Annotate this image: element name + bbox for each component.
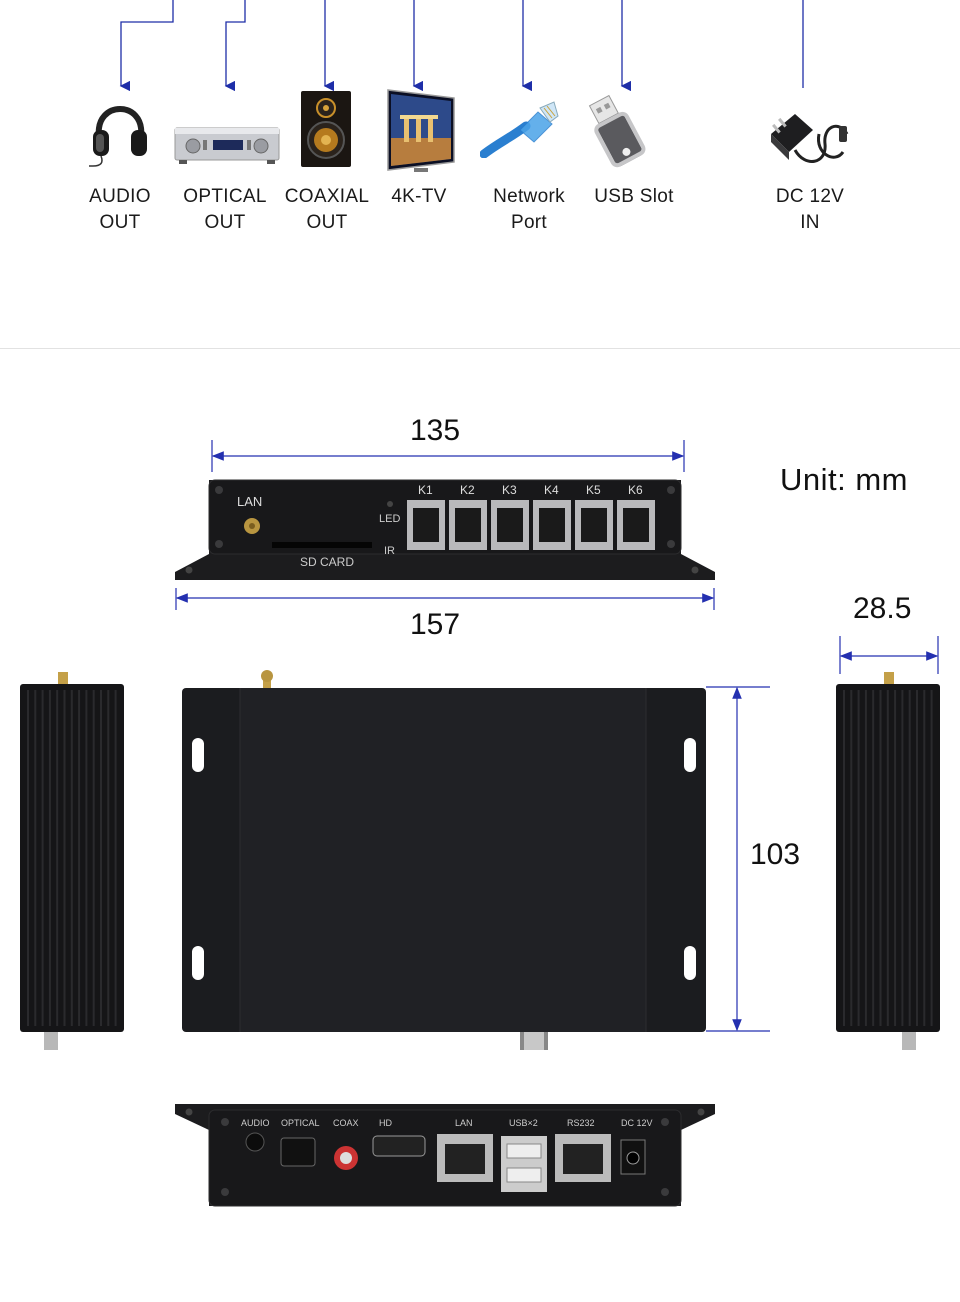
back-port-label: OPTICAL <box>281 1118 320 1128</box>
k-ports: K1 K2 K3 K4 K5 K6 <box>407 483 655 550</box>
device-top-view <box>182 670 706 1050</box>
back-audio-jack <box>245 1132 265 1152</box>
back-port-label: LAN <box>455 1118 473 1128</box>
connector-label-tv: 4K-TV <box>391 186 447 207</box>
back-port-label: AUDIO <box>241 1118 270 1128</box>
front-led-label: LED <box>379 513 400 525</box>
tv-icon <box>387 89 455 172</box>
back-optical-port <box>280 1137 316 1167</box>
sd-card-slot <box>272 542 372 548</box>
connector-arrows <box>119 0 804 92</box>
amplifier-icon <box>174 127 280 164</box>
device-left-side-view <box>20 672 124 1050</box>
speaker-icon <box>301 91 351 167</box>
front-lan-label: LAN <box>237 494 262 509</box>
k-port-label: K5 <box>586 483 601 497</box>
front-sd-label: SD CARD <box>300 555 354 569</box>
back-hdmi-port <box>372 1135 426 1157</box>
device-back-view: AUDIO OPTICAL COAX HD LAN USB×2 RS232 DC 12V <box>175 1104 715 1207</box>
k-port-label: K4 <box>544 483 559 497</box>
arrow-optical <box>224 0 246 92</box>
device-right-side-view <box>836 672 940 1050</box>
k-port-label: K6 <box>628 483 643 497</box>
back-port-label: HD <box>379 1118 392 1128</box>
device-front-view: LAN SD CARD LED IR K1 K2 K3 K4 K5 K6 <box>175 479 715 580</box>
power-adapter-icon <box>771 114 849 163</box>
back-port-label: RS232 <box>567 1118 595 1128</box>
network-cable-icon <box>480 101 559 158</box>
back-port-label: DC 12V <box>621 1118 653 1128</box>
back-port-label: USB×2 <box>509 1118 538 1128</box>
dimension-103: 103 <box>750 838 801 871</box>
back-port-label: COAX <box>333 1118 359 1128</box>
k-port-label: K3 <box>502 483 517 497</box>
unit-label: Unit: mm <box>780 462 908 497</box>
arrow-audio <box>119 0 174 92</box>
k-port-label: K1 <box>418 483 433 497</box>
dimension-28-5: 28.5 <box>853 592 912 625</box>
usb-drive-icon <box>588 94 646 168</box>
k-port-label: K2 <box>460 483 475 497</box>
headphones-icon <box>89 106 147 167</box>
dimension-135: 135 <box>410 414 461 447</box>
dimension-157: 157 <box>410 608 461 641</box>
front-ir-label: IR <box>384 545 395 557</box>
connector-label-usb: USB Slot <box>594 186 674 207</box>
section-divider <box>0 348 960 349</box>
